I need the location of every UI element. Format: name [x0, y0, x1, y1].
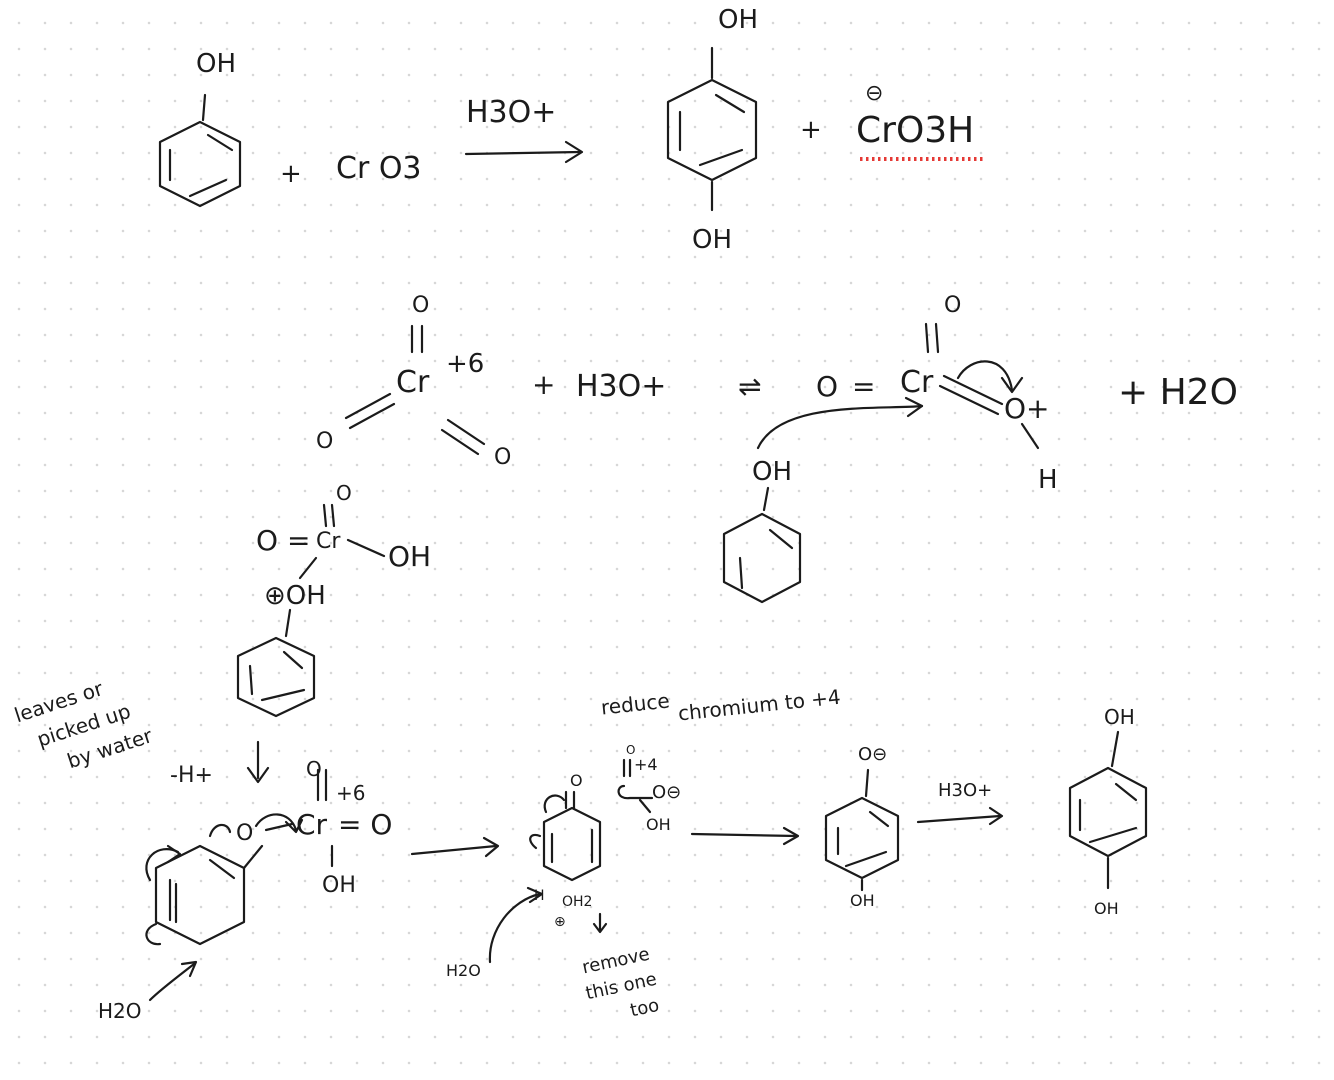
byproduct-charge: ⊖: [865, 81, 883, 106]
final-oh-top: OH: [1104, 705, 1135, 729]
reagent-cro3: Cr O3: [336, 151, 422, 186]
cr4-ox-state: +4: [634, 755, 658, 774]
plus-sign-2: +: [800, 115, 822, 145]
remove-line-3: too: [628, 995, 661, 1022]
ester-o-top: O: [336, 481, 352, 505]
cr4-oh: OH: [646, 815, 671, 834]
ester-cr: Cr: [316, 529, 341, 554]
step1-plus: +: [532, 368, 555, 401]
ester-n-ox-state: +6: [336, 781, 365, 805]
reaction-arrow-3: [690, 826, 800, 846]
chromate-ester-cation: O = Cr O OH ⊕OH: [236, 481, 431, 718]
ring-o: O: [570, 771, 583, 790]
ester-o-eq: O =: [256, 524, 310, 557]
cro3-structure: O Cr +6 O O: [316, 293, 511, 470]
cro3-o-right: O: [494, 445, 511, 470]
water-attack-arrow: [148, 960, 198, 1002]
ester-o-minus: O: [236, 821, 253, 846]
reaction-arrow-1: [464, 140, 584, 164]
intermediate-cyclohexadienone: O H OH2 ⊕ O +4 O⊖ OH: [529, 743, 681, 934]
water-attacker: H2O: [98, 999, 142, 1023]
phenol-reactant: OH: [158, 49, 242, 208]
equilibrium-arrow: ⇌: [738, 370, 761, 403]
reaction-arrow-2: [410, 836, 500, 858]
byproduct-cro3h: CrO3H: [856, 110, 974, 151]
hydroquinone-product: OH OH: [666, 5, 758, 255]
reduce-line-2: chromium to +4: [677, 685, 842, 726]
ester-n-o-top: O: [306, 757, 322, 781]
minus-h-plus: -H+: [170, 763, 213, 788]
reaction-arrow-4: [916, 806, 1004, 826]
prot-o-left: O: [816, 370, 838, 403]
prot-h: H: [1038, 465, 1058, 495]
cr4-o-minus: O⊖: [652, 782, 681, 803]
prot-o-plus: O+: [1004, 392, 1050, 425]
water-base-arrow: [488, 886, 544, 964]
final-hydroquinone: OH OH: [1068, 705, 1148, 918]
prot-double-bond: =: [852, 370, 875, 403]
ester-charged-oh: ⊕OH: [264, 581, 326, 611]
cro3-o-left: O: [316, 429, 333, 454]
cro3-ox-state: +6: [446, 349, 484, 379]
prot-o-top: O: [944, 293, 961, 318]
ester-n-o-right: = O: [338, 808, 392, 841]
phenol-nuc-oh: OH: [752, 457, 792, 487]
phenoxide-product: O⊖ OH: [824, 744, 900, 910]
oh2-charge: ⊕: [554, 914, 566, 930]
step1-h3o: H3O+: [576, 369, 666, 404]
ester-cr-neutral: Cr: [296, 808, 328, 841]
product-oh-top: OH: [718, 5, 758, 35]
deprotonation-arrow: [246, 740, 270, 784]
plus-sign-1: +: [280, 159, 302, 189]
ester-oh: OH: [388, 540, 431, 573]
reduce-line-1: reduce: [600, 688, 671, 719]
arrow-label-h3o: H3O+: [466, 95, 556, 130]
chromate-ester-neutral: O Cr O +6 = O OH: [145, 757, 392, 946]
phenoxide-oh: OH: [850, 891, 875, 910]
phenol-oh-label: OH: [196, 49, 236, 79]
cr4-o-top: O: [626, 743, 635, 757]
prot-cr: Cr: [900, 365, 934, 400]
water-base: H2O: [446, 961, 481, 980]
ester-n-oh: OH: [322, 873, 356, 898]
phenoxide-o-minus: O⊖: [858, 744, 887, 765]
phenol-nucleophile: OH: [722, 396, 924, 604]
cro3-o-top: O: [412, 293, 429, 318]
arrow-label-h3o-2: H3O+: [938, 780, 992, 801]
cro3-cr: Cr: [396, 365, 430, 400]
plus-h2o: + H2O: [1118, 372, 1238, 413]
reduce-note: reduce chromium to +4: [600, 685, 842, 726]
remove-note: remove this one too: [580, 944, 661, 1022]
final-oh-bottom: OH: [1094, 899, 1119, 918]
side-note: leaves or picked up by water: [11, 676, 156, 773]
product-oh-bottom: OH: [692, 225, 732, 255]
protonated-cro3: O = Cr O O+ H: [816, 293, 1058, 495]
ring-oh2: OH2: [562, 894, 592, 910]
